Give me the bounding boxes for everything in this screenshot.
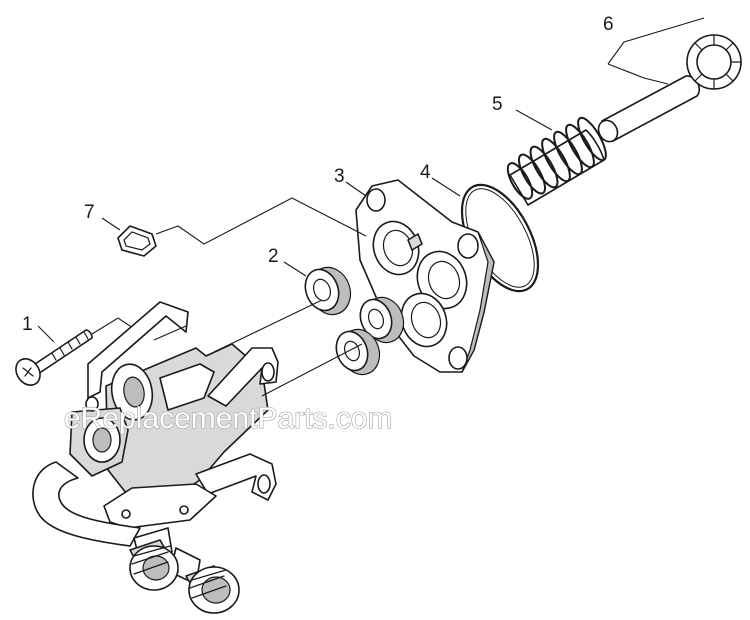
callout-1: 1: [22, 314, 33, 335]
callout-2: 2: [268, 246, 279, 267]
leader-housing-to-seal: [213, 299, 323, 353]
callout-3: 3: [334, 166, 345, 187]
threaded-fitting-right[interactable]: [185, 565, 240, 614]
callout-4: 4: [420, 162, 431, 183]
seal-ring-lower: [335, 328, 381, 376]
threaded-fitting-left[interactable]: [129, 539, 179, 591]
leader-housing-to-lower-seal: [261, 343, 363, 397]
callout-7: 7: [84, 202, 95, 223]
watermark: eReplacementParts.com: [64, 402, 392, 435]
callout-5: 5: [492, 94, 503, 115]
part-7-seal[interactable]: [101, 197, 367, 257]
part-2-seals[interactable]: [283, 261, 410, 381]
seal-ring-middle: [359, 296, 405, 344]
seal-ring-upper: [304, 266, 352, 316]
part-6-pin-and-clip[interactable]: [595, 17, 742, 145]
callout-6: 6: [603, 14, 614, 35]
retaining-clip: [686, 34, 742, 90]
part-5-spring[interactable]: [503, 109, 611, 206]
part-1-screw[interactable]: [11, 317, 143, 390]
